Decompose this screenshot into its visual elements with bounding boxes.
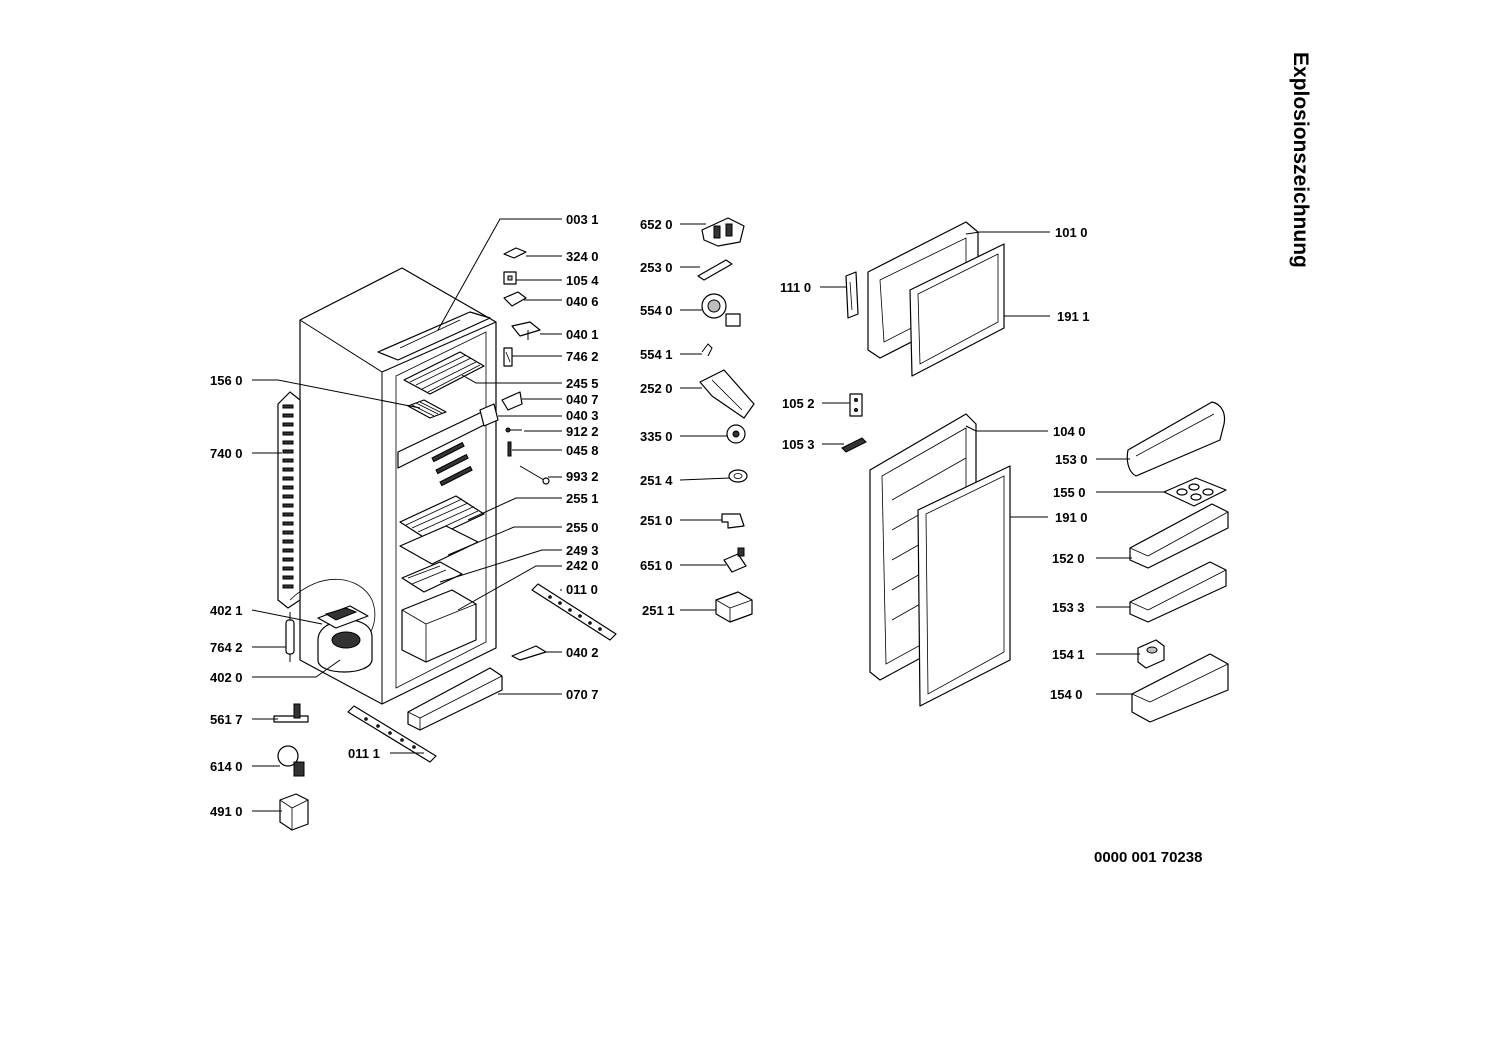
filter-drier — [285, 612, 295, 662]
label-153-3: 153 3 — [1052, 600, 1085, 615]
label-993-2: 993 2 — [566, 469, 599, 484]
label-912-2: 912 2 — [566, 424, 599, 439]
label-614-0: 614 0 — [210, 759, 243, 774]
label-191-0: 191 0 — [1055, 510, 1088, 525]
label-251-1: 251 1 — [642, 603, 675, 618]
rail-left — [347, 705, 437, 763]
middle-column-parts — [697, 217, 755, 623]
condenser — [277, 391, 376, 649]
door-handle — [845, 271, 859, 319]
label-040-1: 040 1 — [566, 327, 599, 342]
fridge-cabinet — [299, 267, 497, 705]
label-255-1: 255 1 — [566, 491, 599, 506]
label-153-0: 153 0 — [1055, 452, 1088, 467]
label-154-1: 154 1 — [1052, 647, 1085, 662]
label-045-8: 045 8 — [566, 443, 599, 458]
label-154-0: 154 0 — [1050, 687, 1083, 702]
label-249-3: 249 3 — [566, 543, 599, 558]
fridge-gasket — [917, 465, 1011, 707]
label-191-1: 191 1 — [1057, 309, 1090, 324]
label-652-0: 652 0 — [640, 217, 673, 232]
label-255-0: 255 0 — [566, 520, 599, 535]
label-491-0: 491 0 — [210, 804, 243, 819]
leader-lines — [251, 218, 1166, 812]
left-bottom-parts — [273, 703, 309, 831]
label-156-0: 156 0 — [210, 373, 243, 388]
label-070-7: 070 7 — [566, 687, 599, 702]
base-plinth — [407, 667, 503, 731]
label-402-1: 402 1 — [210, 603, 243, 618]
label-152-0: 152 0 — [1052, 551, 1085, 566]
label-105-2: 105 2 — [782, 396, 815, 411]
label-245-5: 245 5 — [566, 376, 599, 391]
label-252-0: 252 0 — [640, 381, 673, 396]
label-253-0: 253 0 — [640, 260, 673, 275]
rail-right — [531, 583, 617, 641]
door-hinges — [841, 393, 867, 453]
label-335-0: 335 0 — [640, 429, 673, 444]
label-242-0: 242 0 — [566, 558, 599, 573]
label-104-0: 104 0 — [1053, 424, 1086, 439]
label-746-2: 746 2 — [566, 349, 599, 364]
label-040-2: 040 2 — [566, 645, 599, 660]
label-111-0: 111 0 — [780, 280, 811, 295]
freezer-gasket — [909, 243, 1005, 377]
freezer-shelf-part — [407, 399, 447, 419]
compressor — [317, 605, 373, 673]
label-011-1: 011 1 — [348, 746, 380, 761]
label-155-0: 155 0 — [1053, 485, 1086, 500]
label-251-0: 251 0 — [640, 513, 673, 528]
part-labels: 003 1 324 0 105 4 040 6 040 1 746 2 245 … — [210, 212, 1090, 819]
label-764-2: 764 2 — [210, 640, 243, 655]
label-040-3: 040 3 — [566, 408, 599, 423]
label-554-0: 554 0 — [640, 303, 673, 318]
label-740-0: 740 0 — [210, 446, 243, 461]
door-bins — [1126, 401, 1229, 723]
label-011-0: 011 0 — [566, 582, 598, 597]
label-040-7: 040 7 — [566, 392, 599, 407]
top-small-parts — [479, 247, 550, 485]
label-105-3: 105 3 — [782, 437, 815, 452]
diagram-title: Explosionszeichnung — [1289, 52, 1312, 268]
label-101-0: 101 0 — [1055, 225, 1088, 240]
label-402-0: 402 0 — [210, 670, 243, 685]
label-651-0: 651 0 — [640, 558, 673, 573]
drawing-number: 0000 001 70238 — [1094, 849, 1202, 866]
label-251-4: 251 4 — [640, 473, 673, 488]
label-003-1: 003 1 — [566, 212, 599, 227]
label-324-0: 324 0 — [566, 249, 599, 264]
label-554-1: 554 1 — [640, 347, 673, 362]
label-105-4: 105 4 — [566, 273, 599, 288]
label-040-6: 040 6 — [566, 294, 599, 309]
hinge-bottom — [511, 645, 547, 661]
label-561-7: 561 7 — [210, 712, 243, 727]
